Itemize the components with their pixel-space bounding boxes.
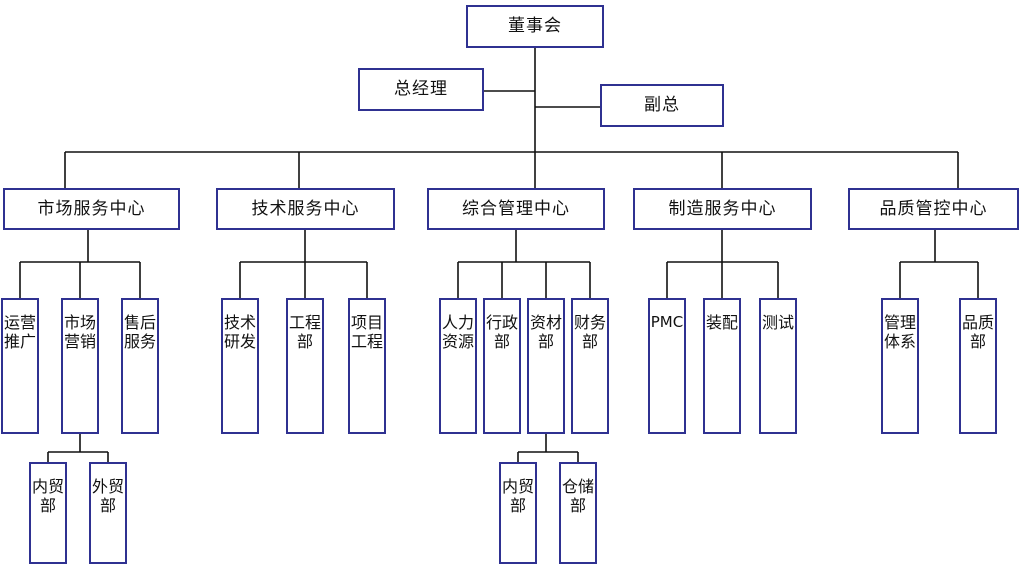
node-label: 综合管理中心 [462, 198, 570, 219]
node-dept-assembly[interactable]: 装配 [703, 298, 741, 434]
node-label: 运营推广 [3, 313, 36, 351]
node-label: 财务部 [573, 313, 606, 351]
node-label: 外贸部 [91, 477, 124, 515]
node-label: 项目工程 [350, 313, 383, 351]
node-dept-technical-rnd[interactable]: 技术研发 [221, 298, 259, 434]
node-label: 装配 [705, 313, 738, 332]
node-subdept-warehousing[interactable]: 仓储部 [559, 462, 597, 564]
node-center-quality-control[interactable]: 品质管控中心 [848, 188, 1019, 230]
node-label: 市场服务中心 [37, 198, 146, 219]
node-dept-management-system[interactable]: 管理体系 [881, 298, 919, 434]
node-label: 内贸部 [31, 477, 64, 515]
node-label: 管理体系 [883, 313, 916, 351]
node-label: 资材部 [529, 313, 562, 351]
node-subdept-foreign-trade[interactable]: 外贸部 [89, 462, 127, 564]
node-label: 董事会 [508, 16, 562, 37]
node-center-market-service[interactable]: 市场服务中心 [3, 188, 180, 230]
node-subdept-domestic-trade-market[interactable]: 内贸部 [29, 462, 67, 564]
node-label: 行政部 [485, 313, 518, 351]
node-center-general-management[interactable]: 综合管理中心 [427, 188, 605, 230]
node-board[interactable]: 董事会 [466, 5, 604, 48]
node-center-manufacturing-service[interactable]: 制造服务中心 [633, 188, 812, 230]
node-dept-pmc[interactable]: PMC [648, 298, 686, 434]
node-general-manager[interactable]: 总经理 [358, 68, 484, 111]
node-dept-quality[interactable]: 品质部 [959, 298, 997, 434]
node-subdept-domestic-trade-materials[interactable]: 内贸部 [499, 462, 537, 564]
node-dept-operations-promotion[interactable]: 运营推广 [1, 298, 39, 434]
node-label: 品质部 [961, 313, 994, 351]
node-label: 仓储部 [561, 477, 594, 515]
node-dept-human-resources[interactable]: 人力资源 [439, 298, 477, 434]
node-label: 技术服务中心 [251, 198, 360, 219]
node-label: 内贸部 [501, 477, 534, 515]
node-label: 品质管控中心 [879, 198, 988, 219]
node-label: 工程部 [288, 313, 321, 351]
node-center-technical-service[interactable]: 技术服务中心 [216, 188, 395, 230]
node-label: 副总 [644, 95, 680, 116]
node-label: 总经理 [394, 79, 448, 100]
node-dept-testing[interactable]: 测试 [759, 298, 797, 434]
node-vice-president[interactable]: 副总 [600, 84, 724, 127]
node-label: 技术研发 [223, 313, 256, 351]
node-label: PMC [650, 313, 684, 331]
node-label: 制造服务中心 [668, 198, 777, 219]
node-dept-engineering[interactable]: 工程部 [286, 298, 324, 434]
node-label: 售后服务 [123, 313, 156, 351]
node-dept-after-sales-service[interactable]: 售后服务 [121, 298, 159, 434]
node-dept-administration[interactable]: 行政部 [483, 298, 521, 434]
node-label: 人力资源 [441, 313, 474, 351]
node-dept-marketing[interactable]: 市场营销 [61, 298, 99, 434]
node-dept-project-engineering[interactable]: 项目工程 [348, 298, 386, 434]
node-dept-materials[interactable]: 资材部 [527, 298, 565, 434]
node-label: 市场营销 [63, 313, 96, 351]
node-label: 测试 [761, 313, 794, 332]
node-dept-finance[interactable]: 财务部 [571, 298, 609, 434]
